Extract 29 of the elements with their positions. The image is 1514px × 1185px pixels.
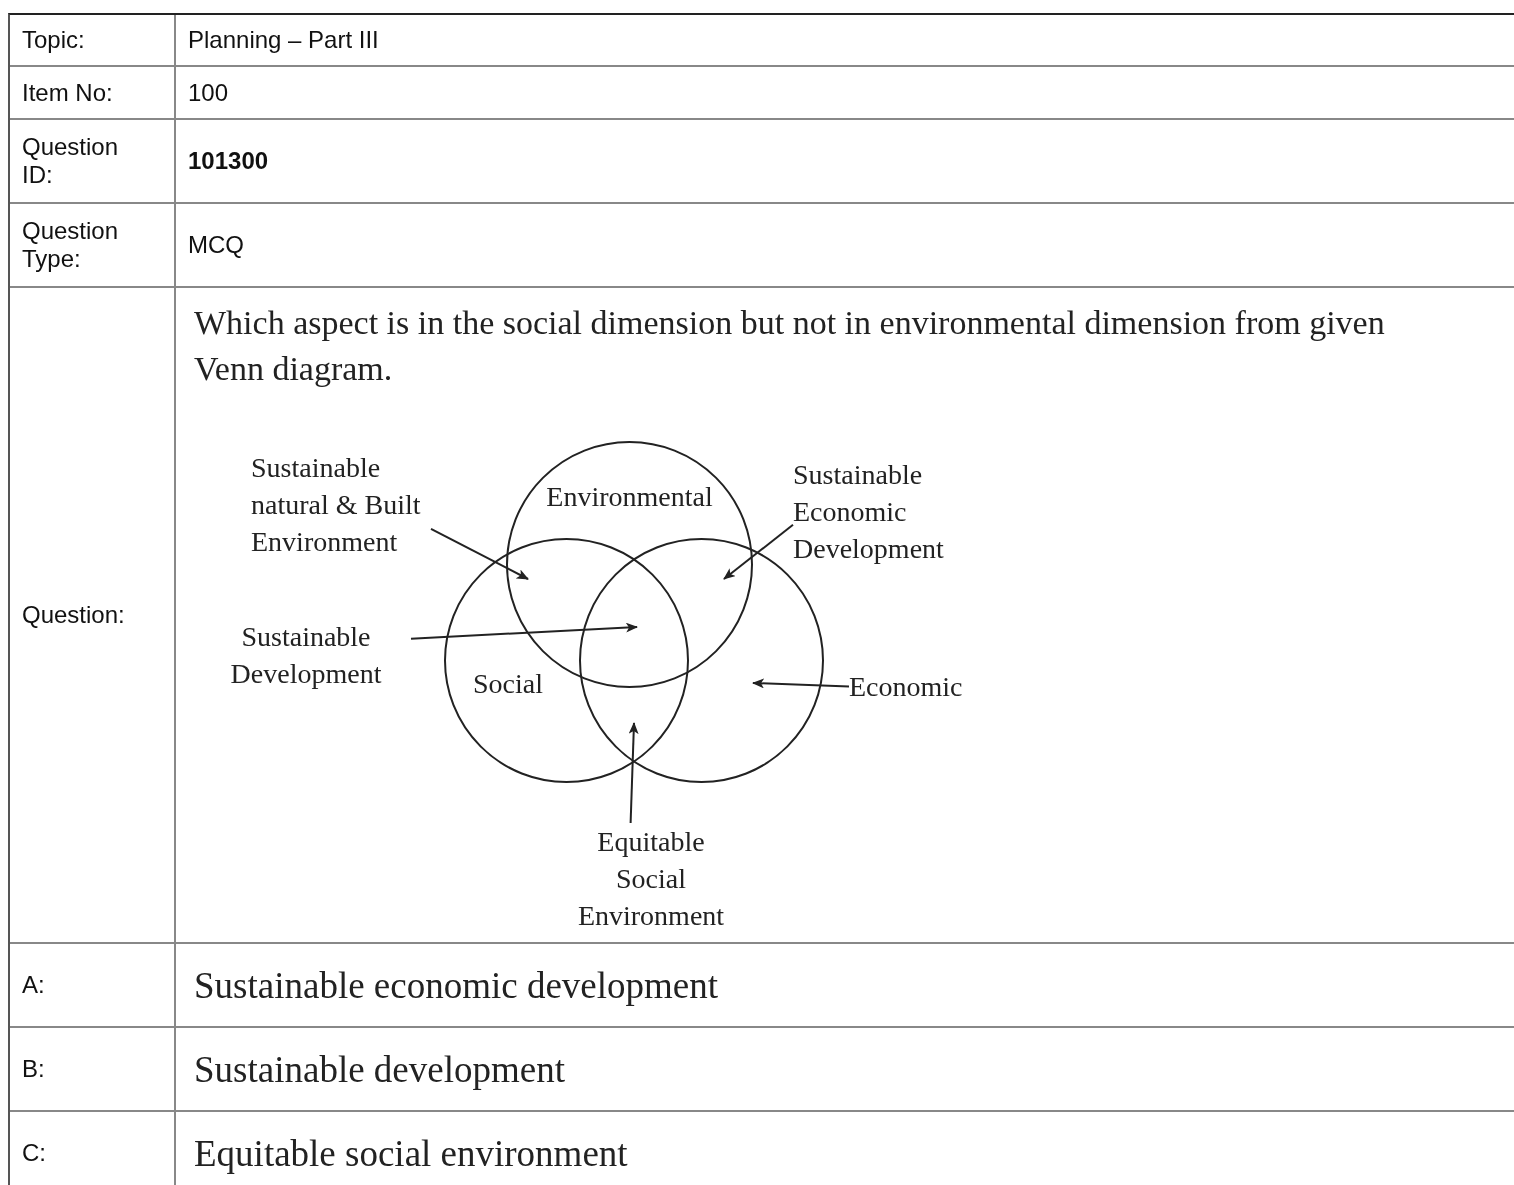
answer-option: Equitable social environment xyxy=(194,1131,628,1175)
row-label: Topic: xyxy=(22,26,85,54)
leader-arrow xyxy=(752,678,850,689)
row-label: A: xyxy=(22,971,45,999)
leader-arrow xyxy=(723,523,794,580)
row-label: B: xyxy=(22,1055,45,1083)
answer-option: Sustainable economic development xyxy=(194,963,719,1007)
circle-label: Social xyxy=(473,668,543,700)
row-label: Question Type: xyxy=(22,217,120,273)
row-label: Question ID: xyxy=(22,133,120,189)
circle-label: Environmental xyxy=(545,481,714,513)
callout-text: Economic xyxy=(849,668,963,705)
callout-text: Sustainable Economic Development xyxy=(793,456,998,567)
row-label: C: xyxy=(22,1139,46,1167)
question-text: Which aspect is in the social dimension but not in environmental dimension from given Venn diagram. xyxy=(194,303,1386,389)
callout-text: Sustainable Development xyxy=(201,618,411,692)
row-label: Question: xyxy=(22,601,125,629)
row-value: 101300 xyxy=(188,147,269,175)
row-label: Item No: xyxy=(22,78,113,107)
venn-circle xyxy=(444,538,689,783)
row-value: 100 xyxy=(188,78,229,107)
callout-text: Sustainable natural & Built Environment xyxy=(251,449,431,560)
leader-arrow xyxy=(430,527,529,580)
leader-arrow xyxy=(410,622,638,640)
row-value: Planning – Part III xyxy=(188,26,379,54)
row-value: MCQ xyxy=(188,231,244,259)
leader-arrow xyxy=(628,722,639,824)
answer-option: Sustainable development xyxy=(194,1047,565,1091)
callout-text: Equitable Social Environment xyxy=(566,823,736,934)
